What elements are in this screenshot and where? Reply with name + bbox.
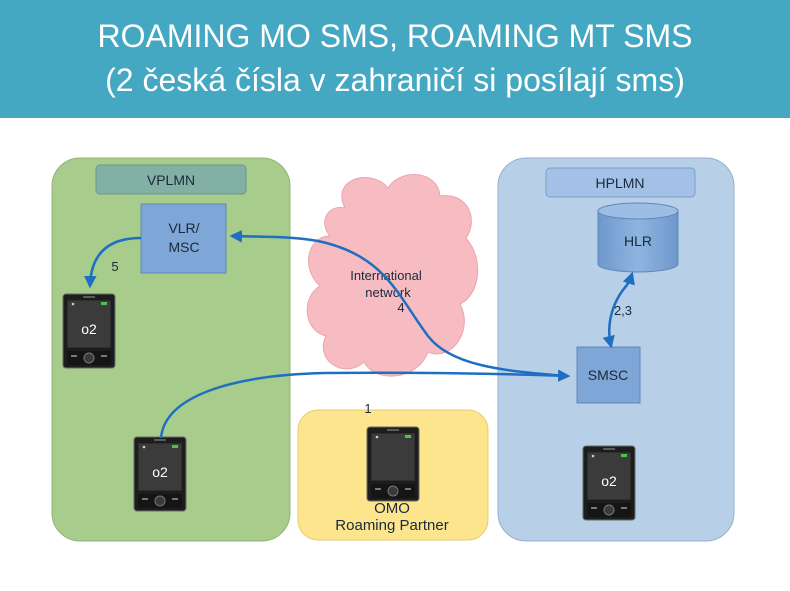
vplmn-label-box [95, 164, 247, 195]
smsc-node [576, 346, 641, 404]
hplmn-label-box [545, 167, 696, 198]
step-5-label: 5 [111, 259, 118, 274]
phone-icon-vplmn-sender: o2 [133, 436, 187, 512]
step-4-label: 4 [397, 300, 404, 315]
vlr-msc-label-line1: VLR/ [168, 220, 199, 236]
hlr-label: HLR [624, 233, 652, 249]
title-line-1: ROAMING MO SMS, ROAMING MT SMS [97, 18, 693, 54]
hplmn-label: HPLMN [595, 175, 644, 191]
partner-label-line1: OMO [374, 500, 410, 517]
vplmn-zone [51, 157, 291, 542]
network-label-line2: network [365, 285, 411, 300]
arrow-step-1 [159, 369, 571, 439]
phone-brand-label: o2 [152, 464, 168, 480]
step-1-label: 1 [364, 401, 371, 416]
phone-brand-label: o2 [601, 473, 617, 489]
title-banner: ROAMING MO SMS, ROAMING MT SMS (2 česká … [0, 0, 790, 118]
vplmn-label: VPLMN [147, 172, 195, 188]
hlr-database-icon [597, 202, 679, 273]
vlr-msc-label-line2: MSC [168, 239, 199, 255]
partner-label-line2: Roaming Partner [335, 517, 448, 534]
phone-icon-partner [366, 426, 420, 502]
arrow-step-5 [84, 236, 142, 289]
step-2-3-label: 2,3 [614, 303, 632, 318]
international-network-cloud [306, 174, 479, 377]
phone-brand-label: o2 [81, 321, 97, 337]
phone-icon-hplmn: o2 [582, 445, 636, 521]
arrow-step-2-3 [602, 271, 635, 349]
arrow-step-4 [229, 230, 569, 378]
network-label-line1: International [350, 268, 422, 283]
phone-icon-vplmn-receiver: o2 [62, 293, 116, 369]
title-line-2: (2 česká čísla v zahraničí si posílají s… [105, 62, 685, 98]
smsc-label: SMSC [588, 367, 628, 383]
